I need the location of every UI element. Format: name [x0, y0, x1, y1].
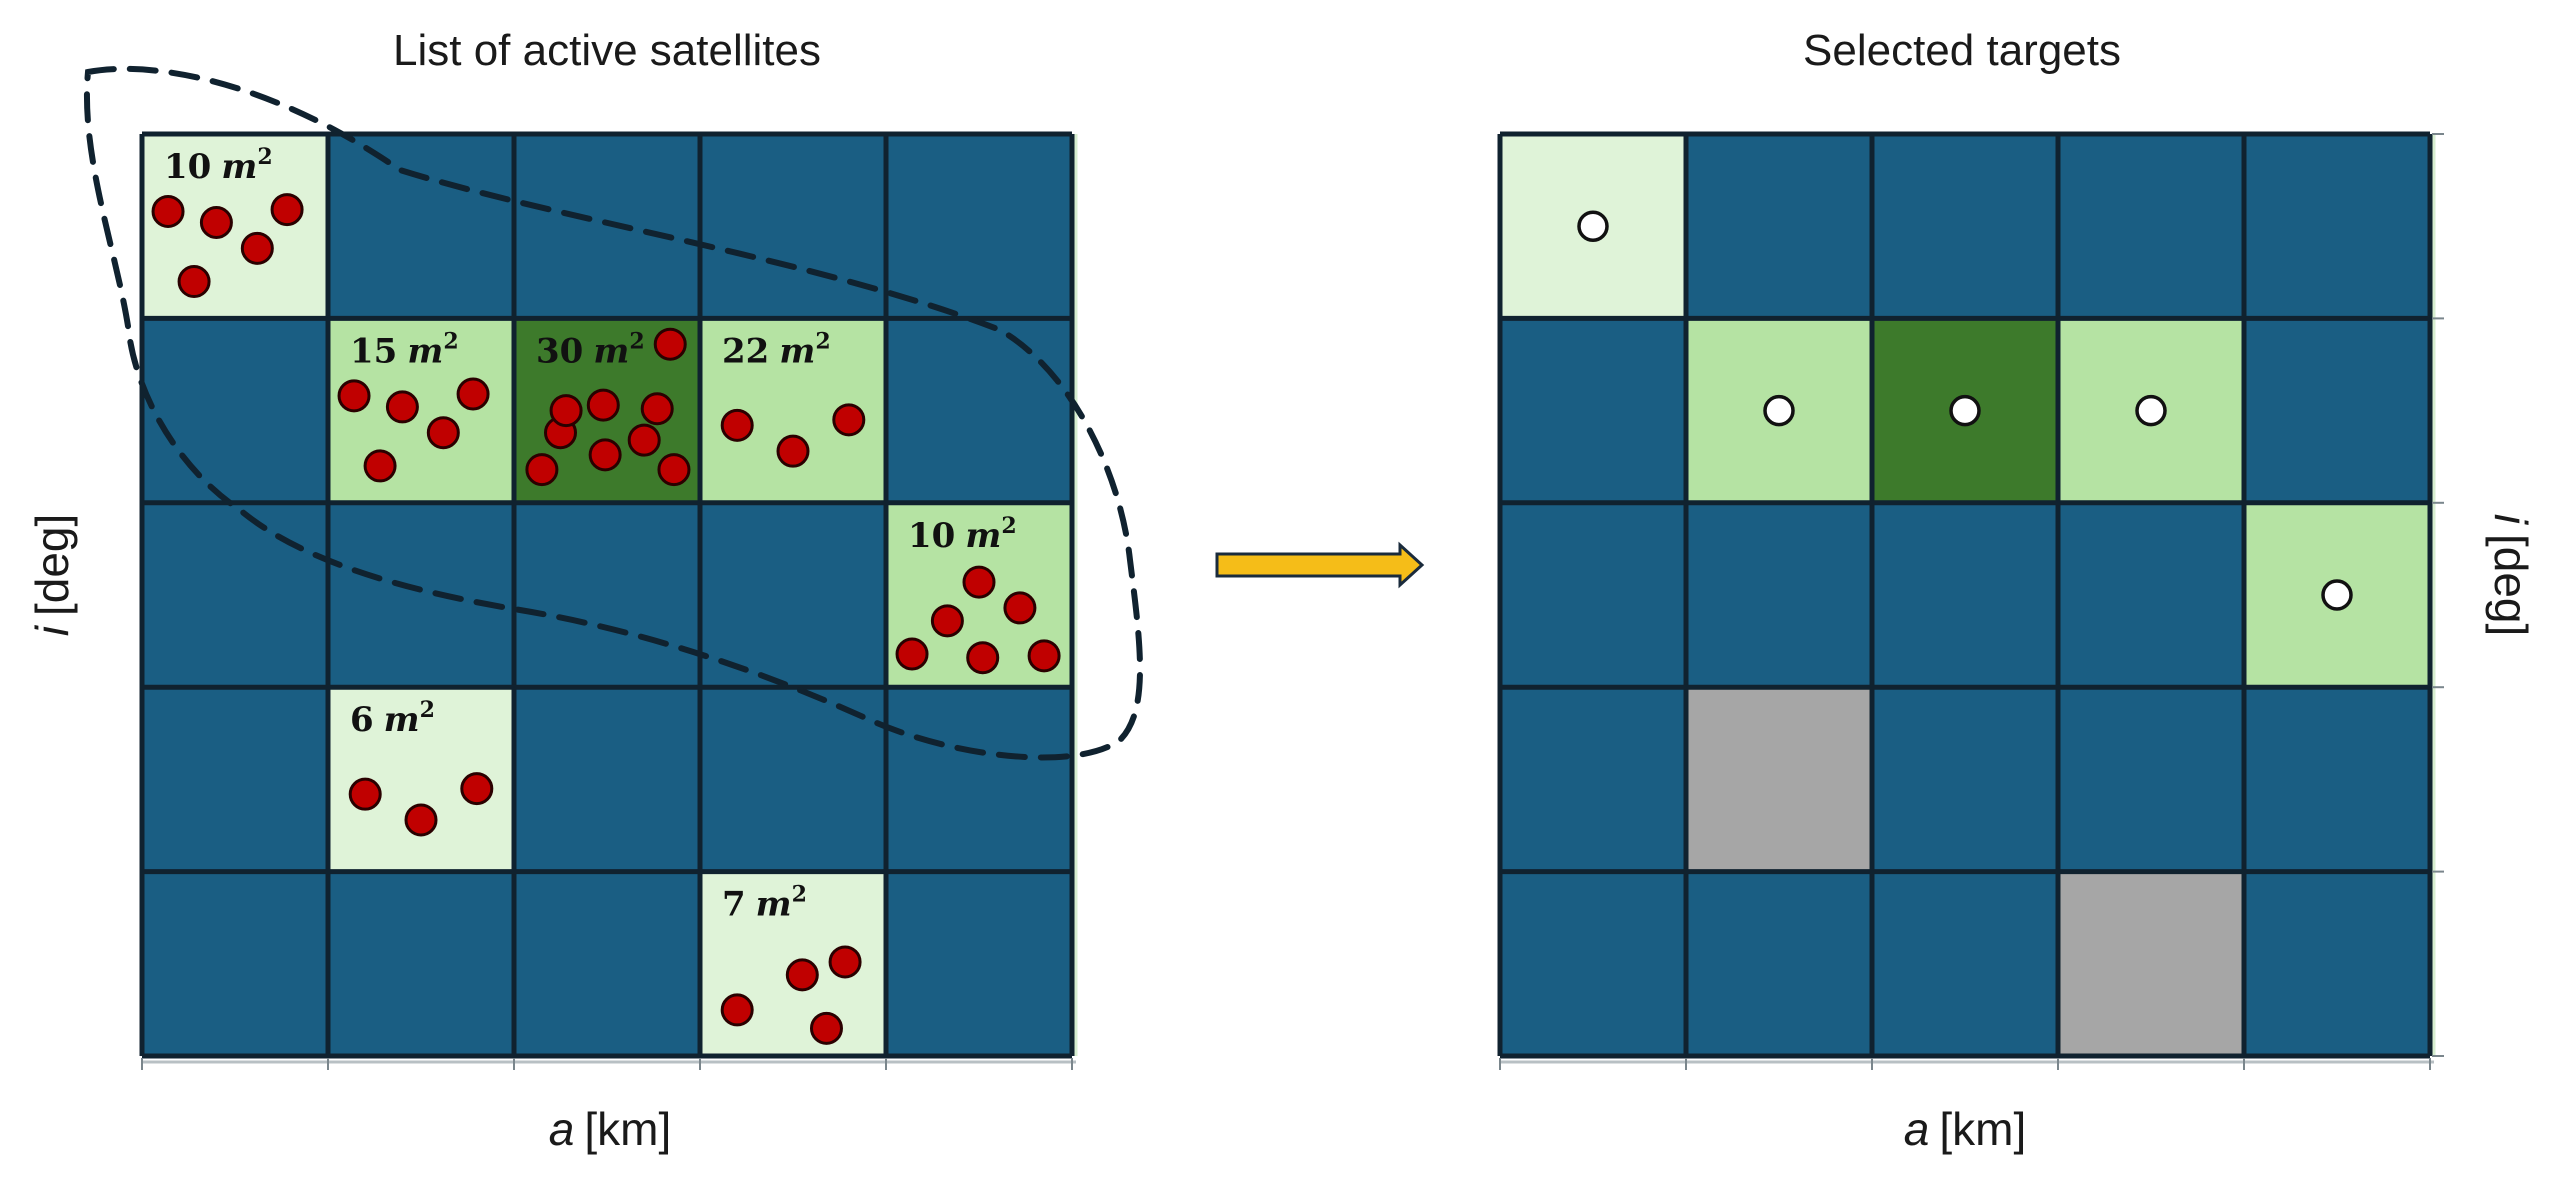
satellite-dot	[348, 777, 382, 811]
grid-cell-1-1	[1686, 318, 1872, 503]
right-target-grid	[1497, 131, 2444, 1070]
satellite-dot	[832, 403, 866, 437]
satellite-dot	[930, 604, 964, 638]
transition-arrow	[1215, 541, 1425, 589]
target-marker	[2135, 394, 2167, 427]
grid-cell-3-1	[1686, 687, 1872, 872]
satellite-dot	[785, 958, 819, 992]
satellite-dot	[653, 327, 687, 361]
satellite-dot	[240, 231, 274, 265]
grid-cell-4-3	[2058, 871, 2244, 1056]
satellite-dot	[657, 453, 691, 487]
satellite-dot	[588, 438, 622, 472]
satellite-dot	[720, 408, 754, 442]
cell-fill	[2058, 871, 2244, 1056]
satellite-dot	[962, 565, 996, 599]
selection-dashed-outline	[84, 65, 1143, 761]
left-x-axis-label: a[km]	[549, 1103, 671, 1155]
satellite-dot	[337, 379, 371, 413]
satellite-dot	[525, 453, 559, 487]
satellite-dot	[828, 945, 862, 979]
satellite-dot	[627, 423, 661, 457]
satellite-dot	[1003, 591, 1037, 625]
satellite-dot	[151, 194, 185, 228]
left-panel-title: List of active satellites	[393, 26, 821, 75]
satellite-dot	[199, 206, 233, 240]
satellite-dot	[1027, 639, 1061, 673]
satellite-dot	[720, 993, 754, 1027]
grid-cell-1-2	[1872, 318, 2058, 503]
target-marker	[1577, 210, 1609, 242]
satellite-dot	[809, 1011, 843, 1045]
grid-cell-0-0	[1500, 134, 1686, 319]
satellite-dot	[363, 449, 397, 483]
grid-cell-1-3	[2058, 318, 2244, 503]
cell-fill	[1686, 687, 1872, 872]
satellite-dot	[270, 193, 304, 227]
right-y-axis-label: i[deg]	[2485, 514, 2537, 637]
satellite-dot	[966, 641, 1000, 675]
satellite-dot	[426, 416, 460, 450]
satellite-dot	[460, 772, 494, 806]
satellite-dot	[586, 388, 620, 422]
right-panel-title: Selected targets	[1803, 26, 2121, 75]
target-marker	[1949, 394, 1981, 427]
right-x-axis-label: a[km]	[1904, 1103, 2026, 1155]
satellite-dot	[776, 434, 810, 468]
target-marker	[1763, 394, 1795, 427]
satellite-dot	[640, 392, 674, 426]
satellite-dot	[385, 390, 419, 424]
satellite-dot	[404, 803, 438, 837]
grid-cell-2-4	[2244, 502, 2430, 688]
satellite-dot	[456, 377, 490, 411]
satellite-dot	[549, 394, 583, 428]
satellite-dot	[895, 637, 929, 671]
target-marker	[2321, 579, 2353, 611]
satellite-dot	[177, 265, 211, 299]
left-y-axis-label: i[deg]	[26, 514, 78, 637]
